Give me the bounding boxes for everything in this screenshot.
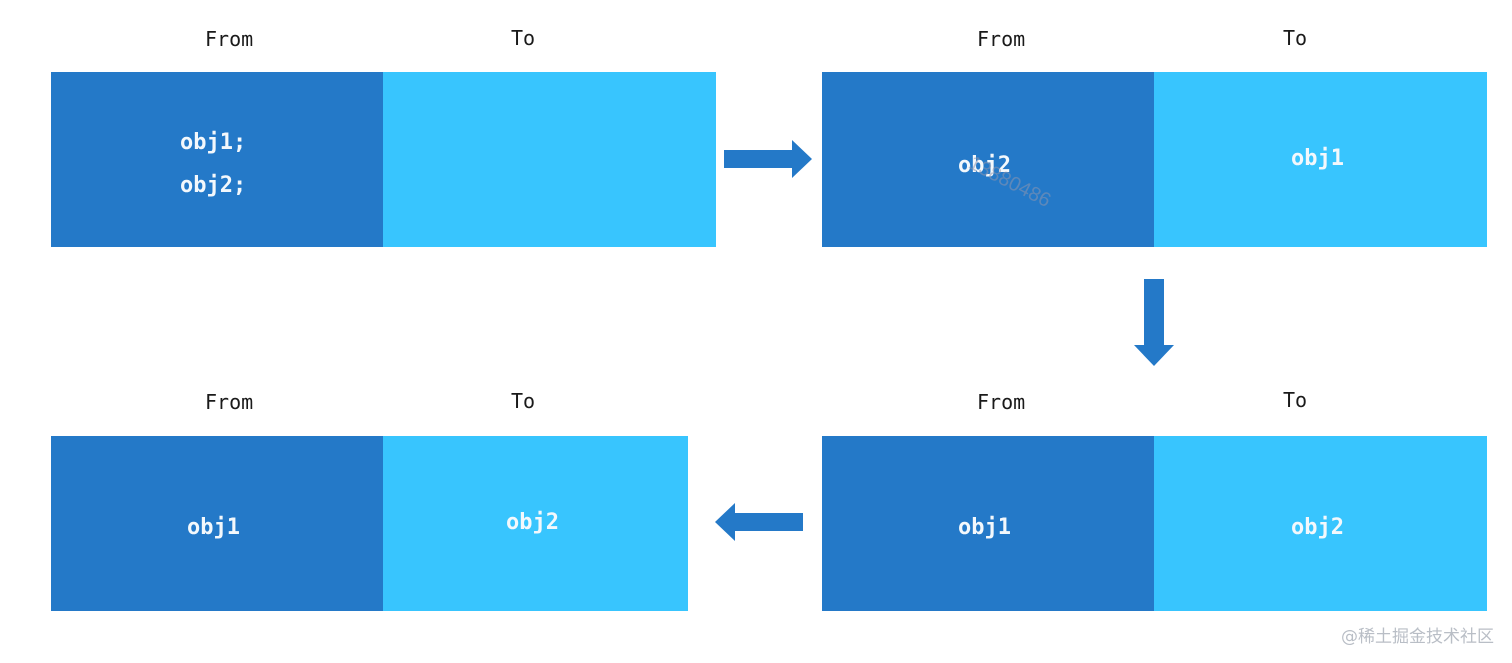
to-label: To <box>511 389 536 413</box>
to-label: To <box>1283 26 1308 50</box>
object-label: obj2; <box>180 173 247 198</box>
arrow-down-icon <box>1134 279 1174 366</box>
object-label: obj1 <box>187 515 240 540</box>
object-label: obj2 <box>1291 515 1344 540</box>
object-label: obj1 <box>958 515 1011 540</box>
to-label: To <box>1283 388 1308 412</box>
from-space <box>822 436 1154 611</box>
site-watermark: @稀土掘金技术社区 <box>1341 627 1494 647</box>
to-space <box>383 72 716 247</box>
arrow-left-icon <box>715 503 803 541</box>
to-space <box>383 436 688 611</box>
to-space <box>1154 72 1487 247</box>
to-label: To <box>511 26 536 50</box>
arrow-right-icon <box>724 140 812 178</box>
from-space <box>51 436 383 611</box>
from-label: From <box>977 27 1026 51</box>
from-label: From <box>205 27 254 51</box>
to-space <box>1154 436 1487 611</box>
from-space <box>51 72 383 247</box>
object-label: obj1 <box>1291 146 1344 171</box>
from-label: From <box>977 390 1026 414</box>
object-label: obj2 <box>506 510 559 535</box>
object-label: obj2 <box>958 153 1011 178</box>
from-label: From <box>205 390 254 414</box>
object-label: obj1; <box>180 130 247 155</box>
from-space <box>822 72 1154 247</box>
